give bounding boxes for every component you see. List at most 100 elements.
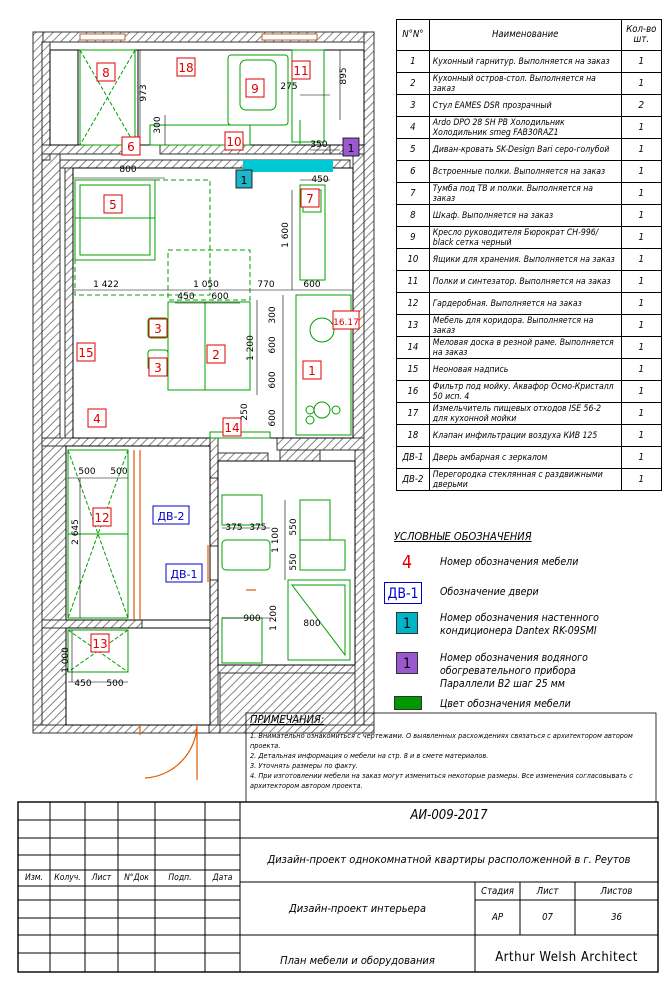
dimension-value: 900 — [243, 614, 260, 624]
furniture-number: 3 — [154, 361, 162, 375]
spec-cell-num: 2 — [396, 72, 430, 95]
dimension-value: 450 — [311, 175, 328, 185]
spec-cell-name: Фильтр под мойку. Аквафор Осмо-Кристалл … — [428, 380, 622, 403]
spec-cell-num: 3 — [396, 94, 430, 117]
door-2-label: ДВ-2 — [157, 510, 184, 523]
dimension-value: 770 — [257, 280, 274, 290]
spec-cell-qty: 2 — [620, 94, 662, 117]
dimension-value: 1 050 — [193, 280, 219, 290]
spec-cell-name: Меловая доска в резной раме. Выполняется… — [428, 336, 622, 359]
furniture-label-box — [176, 57, 196, 77]
legend-text: Обозначение двери — [440, 586, 539, 598]
dimension-value: 800 — [119, 165, 136, 175]
dimension-value: 500 — [110, 467, 127, 477]
dimension-value: 600 — [268, 409, 278, 426]
spec-cell-num: ДВ-2 — [396, 468, 430, 491]
spec-cell-num: 12 — [396, 292, 430, 315]
spec-cell-name: Кухонный остров-стол. Выполняется на зак… — [428, 72, 622, 95]
spec-cell-qty: 1 — [620, 204, 662, 227]
spec-cell-num: 10 — [396, 248, 430, 271]
furniture-number: 14 — [224, 421, 239, 435]
furniture-number: 5 — [109, 198, 117, 212]
spec-cell-num: 18 — [396, 424, 430, 447]
notes-title: ПРИМЕЧАНИЯ: — [250, 713, 325, 726]
dimension-value: 300 — [268, 306, 278, 323]
furniture-number: 4 — [93, 412, 101, 426]
furniture-number: 10 — [226, 135, 241, 149]
furniture-label-box — [90, 633, 110, 653]
spec-cell-qty: 1 — [620, 160, 662, 183]
legend-text: Номер обозначения водяного обогревательн… — [440, 652, 588, 690]
dimension-value: 550 — [289, 553, 299, 570]
furniture-number: 12 — [94, 511, 109, 525]
spec-cell-name: Стул EAMES DSR прозрачный — [428, 94, 622, 117]
dimension-value: 450 — [74, 679, 91, 689]
spec-cell-name: Кресло руководителя Бюрократ CH-996/ bla… — [428, 226, 622, 249]
legend-symbol: ДВ-1 — [384, 582, 422, 604]
spec-cell-qty: 1 — [620, 248, 662, 271]
sheets-total: 36 — [611, 912, 622, 923]
spec-cell-name: Дверь амбарная с зеркалом — [428, 446, 622, 469]
legend-text: Номер обозначения настенного кондиционер… — [440, 612, 599, 637]
dimension-value: 1 100 — [271, 527, 281, 553]
legend-symbol — [394, 696, 422, 710]
dimension-value: 600 — [211, 292, 228, 302]
sheet-title: План мебели и оборудования — [280, 954, 435, 967]
sheets-label: Листов — [600, 886, 633, 897]
spec-cell-qty: 1 — [620, 182, 662, 205]
dimension-value: 1 422 — [93, 280, 119, 290]
furniture-label-box — [245, 78, 265, 98]
section-title: Дизайн-проект интерьера — [288, 902, 427, 915]
revision-col-header: Дата — [212, 873, 233, 883]
sheet-label: Лист — [536, 886, 559, 897]
dimension-value: 600 — [268, 336, 278, 353]
furniture-label-box — [76, 342, 96, 362]
ac-unit-marker — [235, 169, 253, 189]
project-title: Дизайн-проект однокомнатной квартиры рас… — [267, 853, 631, 866]
spec-cell-num: 15 — [396, 358, 430, 381]
furniture-label-box — [302, 360, 322, 380]
note-item: 4. При изготовлении мебели на заказ могу… — [250, 771, 633, 790]
spec-cell-num: 11 — [396, 270, 430, 293]
spec-cell-name: Встроенные полки. Выполняется на заказ — [428, 160, 622, 183]
revision-col-header: Лист — [91, 873, 112, 883]
note-item: 2. Детальная информация о мебели на стр.… — [250, 751, 489, 760]
spec-cell-qty: 1 — [620, 116, 662, 139]
spec-cell-name: Перегородка стеклянная с раздвижными две… — [428, 468, 622, 491]
spec-cell-num: 9 — [396, 226, 430, 249]
furniture-number: 16.17 — [333, 318, 359, 328]
revision-col-header: Колуч. — [54, 873, 81, 883]
author-name: Arthur Welsh Architect — [495, 950, 638, 965]
spec-cell-qty: 1 — [620, 424, 662, 447]
spec-cell-qty: 1 — [620, 270, 662, 293]
dimension-value: 250 — [240, 403, 250, 420]
revision-col-header: Подп. — [168, 873, 192, 883]
legend-symbol: 1 — [396, 652, 418, 674]
dimension-value: 550 — [289, 518, 299, 535]
spec-cell-qty: 1 — [620, 446, 662, 469]
dimension-value: 375 — [249, 523, 266, 533]
spec-cell-qty: 1 — [620, 358, 662, 381]
spec-cell-num: 4 — [396, 116, 430, 139]
dimension-value: 895 — [339, 67, 349, 84]
dimension-value: 1 000 — [61, 647, 71, 673]
spec-cell-name: Клапан инфильтрации воздуха КИВ 125 — [428, 424, 622, 447]
furniture-number: 2 — [212, 348, 220, 362]
dimension-value: 2 645 — [71, 519, 81, 545]
dimension-value: 375 — [225, 523, 242, 533]
furniture-label-box — [92, 507, 112, 527]
header-qty: Кол-во шт. — [620, 19, 662, 51]
furniture-label-box — [121, 136, 141, 156]
